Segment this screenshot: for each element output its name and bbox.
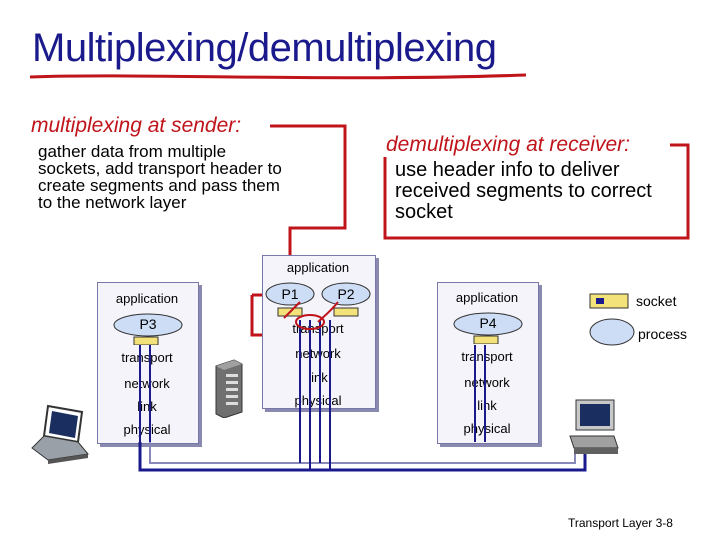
sender-text-line: sockets, add transport header to bbox=[38, 159, 282, 178]
left-host-stack bbox=[97, 282, 199, 444]
right-p4-process bbox=[453, 312, 523, 344]
middle-application-layer: application bbox=[286, 260, 350, 275]
server-icon bbox=[215, 359, 243, 418]
receiver-text-line: socket bbox=[395, 201, 453, 223]
title-underline bbox=[29, 73, 527, 80]
sender-text: gather data from multiple sockets, add t… bbox=[38, 143, 282, 211]
receiver-text-line: use header info to deliver bbox=[395, 159, 620, 181]
right-p4-label: P4 bbox=[479, 315, 497, 331]
desktop-icon bbox=[569, 399, 619, 454]
legend-socket-label: socket bbox=[636, 293, 677, 309]
sender-text-line: gather data from multiple bbox=[38, 142, 227, 161]
sender-text-line: to the network layer bbox=[38, 193, 187, 212]
left-network-layer: network bbox=[124, 376, 170, 391]
receiver-label: demultiplexing at receiver: bbox=[382, 133, 634, 157]
right-application-layer: application bbox=[455, 290, 519, 305]
receiver-text-line: received segments to correct bbox=[395, 180, 652, 202]
socket-icon bbox=[133, 336, 159, 345]
middle-link-layer: link bbox=[308, 370, 328, 385]
legend-process-label: process bbox=[638, 326, 688, 342]
left-p3-process bbox=[113, 313, 183, 345]
left-link-layer: link bbox=[137, 399, 157, 414]
footer-page: 3-8 bbox=[655, 516, 673, 530]
middle-p2-label: P2 bbox=[337, 286, 355, 302]
socket-legend-icon bbox=[589, 293, 629, 309]
footer: Transport Layer 3-8 bbox=[568, 516, 673, 530]
left-physical-layer: physical bbox=[123, 422, 171, 437]
footer-text: Transport Layer bbox=[568, 516, 653, 530]
left-transport-layer: transport bbox=[121, 350, 173, 365]
sender-text-line: create segments and pass them bbox=[38, 176, 280, 195]
right-link-layer: link bbox=[477, 398, 497, 413]
left-application-layer: application bbox=[115, 291, 179, 306]
page-title: Multiplexing/demultiplexing bbox=[32, 26, 497, 70]
receiver-text: use header info to deliver received segm… bbox=[395, 160, 652, 223]
right-host-stack bbox=[437, 282, 539, 444]
laptop-icon bbox=[31, 404, 89, 464]
process-legend-icon bbox=[589, 318, 635, 346]
sender-label: multiplexing at sender: bbox=[27, 114, 246, 138]
left-p3-label: P3 bbox=[139, 316, 157, 332]
middle-p1-label: P1 bbox=[281, 286, 299, 302]
